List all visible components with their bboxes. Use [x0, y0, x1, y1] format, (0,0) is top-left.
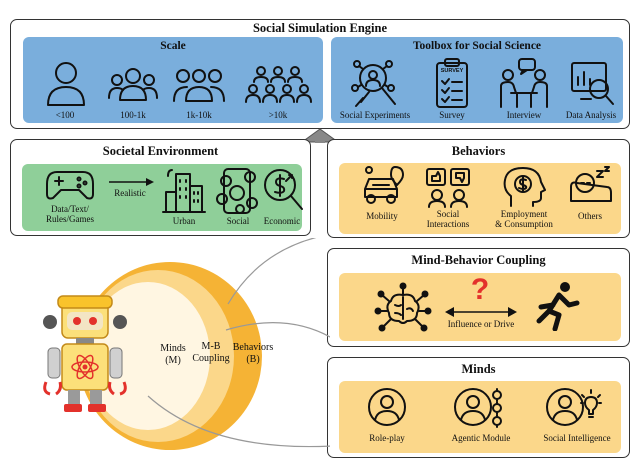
- survey-badge: SURVEY: [440, 68, 464, 74]
- behaviors-title: Behaviors: [451, 144, 506, 158]
- social-media-icon: [216, 168, 258, 214]
- network-magnifier-icon: [351, 60, 396, 107]
- city-icon: [162, 169, 206, 213]
- runner-icon: [536, 282, 580, 331]
- toolbox-box: Toolbox for Social Science Social Experi…: [331, 37, 623, 123]
- minds-m-label: Minds (M): [160, 343, 186, 366]
- connector-behaviors: [227, 238, 317, 305]
- interview-icon: [500, 58, 548, 108]
- behaviors-label-social: Social Interactions: [426, 209, 470, 229]
- scale-label-1: <100: [55, 110, 75, 120]
- gamepad-icon: [46, 171, 94, 200]
- question-mark: ?: [470, 273, 490, 306]
- environment-label-economic: Economic: [263, 216, 301, 226]
- environment-title: Societal Environment: [102, 144, 219, 158]
- person-gears-icon: [454, 388, 502, 428]
- minds-label-social-intelligence: Social Intelligence: [543, 433, 611, 443]
- minds-label-agentic: Agentic Module: [451, 433, 511, 443]
- scale-box: Scale <100 100-1k 1k-10k >10k: [23, 37, 323, 123]
- environment-source-label: Data/Text/ Rules/Games: [46, 204, 94, 224]
- minds-label-roleplay: Role-play: [369, 433, 405, 443]
- behaviors-panel: Behaviors Mobility Social Interactions E…: [327, 139, 630, 238]
- mb-coupling-label: M-B Coupling: [192, 341, 230, 364]
- thumbs-icon: [426, 168, 470, 208]
- behaviors-b-label: Behaviors (B): [232, 342, 274, 365]
- sleep-icon: [570, 166, 612, 202]
- influence-label: Influence or Drive: [447, 319, 515, 329]
- connector-coupling: [225, 322, 330, 338]
- group-large-icon: [245, 66, 312, 103]
- realistic-arrow: [109, 178, 154, 186]
- connector-minds: [147, 395, 330, 448]
- environment-box: Data/Text/ Rules/Games Realistic Urban S…: [22, 164, 303, 231]
- minds-panel: Minds Role-play Agentic Module Social In…: [327, 357, 630, 458]
- environment-label-urban: Urban: [172, 216, 196, 226]
- behaviors-label-employment: Employment & Consumption: [495, 209, 553, 229]
- toolbox-label-3: Interview: [506, 110, 542, 120]
- scale-title: Scale: [160, 40, 186, 52]
- engine-title: Social Simulation Engine: [252, 21, 388, 35]
- car-icon: [364, 166, 404, 204]
- head-money-icon: [503, 167, 546, 207]
- person-icon: [47, 62, 85, 106]
- social-simulation-engine-panel: Social Simulation Engine Scale <100 100-…: [10, 19, 630, 129]
- toolbox-label-4: Data Analysis: [565, 110, 617, 120]
- scale-label-2: 100-1k: [120, 110, 146, 120]
- brain-network-icon: [374, 282, 432, 332]
- group-medium-icon: [173, 69, 225, 102]
- person-bulb-icon: [546, 388, 602, 426]
- toolbox-title: Toolbox for Social Science: [412, 40, 542, 52]
- data-analysis-icon: [571, 62, 614, 105]
- survey-clipboard-icon: [436, 58, 468, 108]
- engine-up-arrow: [300, 128, 340, 143]
- scale-label-4: >10k: [268, 110, 288, 120]
- minds-box: Role-play Agentic Module Social Intellig…: [339, 381, 621, 453]
- mind-behavior-coupling-panel: Mind-Behavior Coupling ? Influence or Dr…: [327, 248, 630, 347]
- bidirectional-arrow: [445, 307, 517, 317]
- coupling-box: ? Influence or Drive: [339, 273, 621, 341]
- behaviors-label-others: Others: [578, 211, 602, 221]
- economic-magnifier-icon: [264, 169, 303, 210]
- realistic-label: Realistic: [114, 188, 146, 198]
- coupling-title: Mind-Behavior Coupling: [411, 253, 546, 267]
- minds-title: Minds: [461, 362, 496, 376]
- toolbox-label-1: Social Experiments: [339, 110, 411, 120]
- person-circle-icon: [368, 388, 406, 426]
- societal-environment-panel: Societal Environment Data/Text/ Rules/Ga…: [10, 139, 311, 236]
- agent-circles: [78, 238, 330, 450]
- behaviors-label-mobility: Mobility: [366, 211, 398, 221]
- scale-label-3: 1k-10k: [186, 110, 212, 120]
- environment-label-social: Social: [226, 216, 250, 226]
- toolbox-label-2: Survey: [439, 110, 465, 120]
- behaviors-box: Mobility Social Interactions Employment …: [339, 163, 621, 234]
- group-small-icon: [108, 68, 158, 101]
- robot-icon: [43, 295, 127, 412]
